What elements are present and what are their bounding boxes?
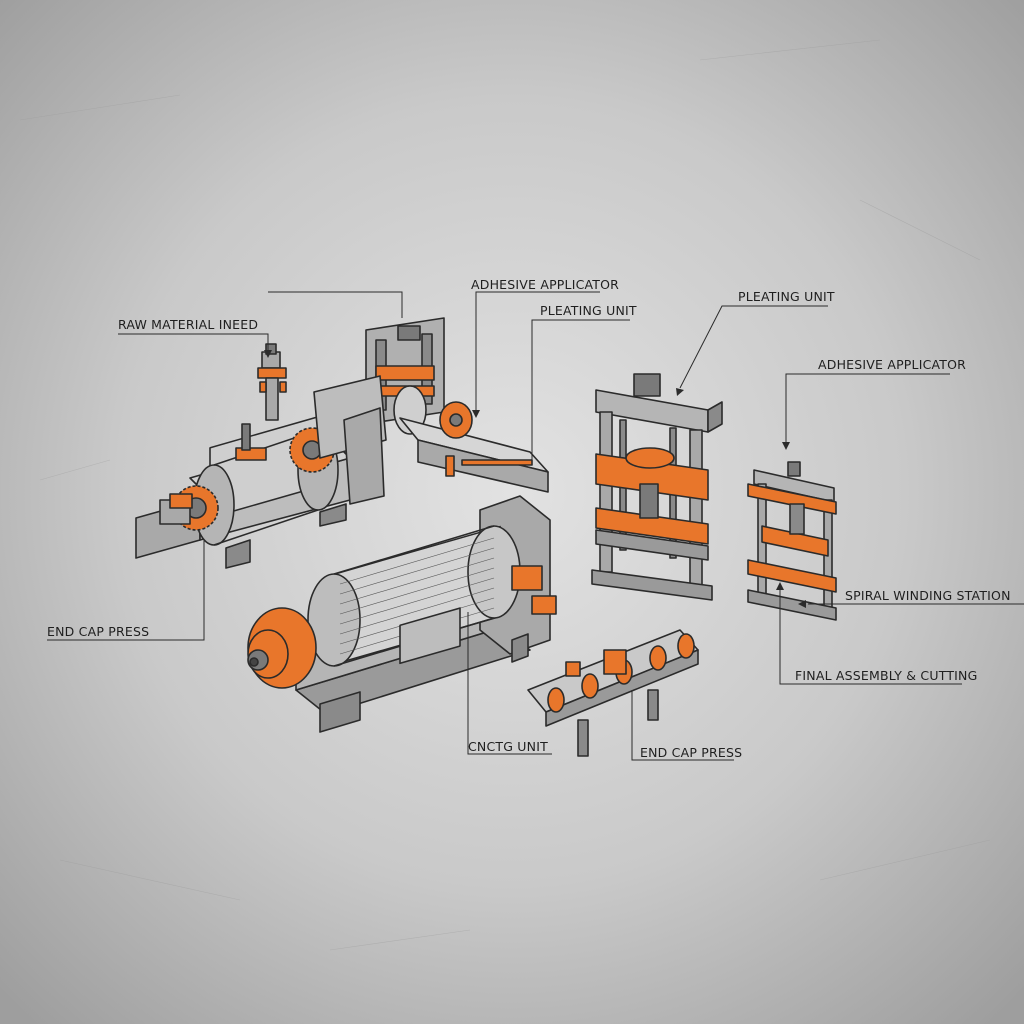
arrow-head-icon <box>472 410 480 418</box>
cnctg-unit-machine <box>247 495 557 733</box>
leader-pleating-2 <box>679 305 828 389</box>
leader-pleating-1 <box>531 319 630 462</box>
arrow-heads <box>264 350 806 608</box>
leader-end-cap-2 <box>631 690 734 761</box>
leader-adhesive-1 <box>475 291 600 412</box>
arrow-head-icon <box>676 388 684 396</box>
label-spiral-winding-station: SPIRAL WINDING STATION <box>845 588 1011 603</box>
end-cap-press-conveyor <box>527 629 699 757</box>
leader-final <box>779 588 962 685</box>
label-pleating-unit-1: PLEATING UNIT <box>540 303 637 318</box>
adhesive-pleating-line-upper <box>313 317 549 505</box>
arrow-head-icon <box>776 582 784 590</box>
leader-end-cap-1 <box>47 540 205 641</box>
label-pleating-unit-2: PLEATING UNIT <box>738 289 835 304</box>
label-raw-material: RAW MATERIAL INEED <box>118 317 259 332</box>
label-end-cap-press-2: END CAP PRESS <box>640 745 743 760</box>
label-final-assembly-cutting: FINAL ASSEMBLY & CUTTING <box>795 668 978 683</box>
raw-material-feeder <box>257 343 287 421</box>
label-adhesive-applicator-1: ADHESIVE APPLICATOR <box>471 277 620 292</box>
arrow-head-icon <box>798 600 806 608</box>
leader-raw-material <box>118 333 269 350</box>
leader-top-left <box>268 291 403 318</box>
arrow-head-icon <box>782 442 790 450</box>
leader-cnctg <box>467 612 552 755</box>
pleating-unit-press <box>591 373 723 601</box>
adhesive-applicator-press-right <box>747 461 837 621</box>
label-end-cap-press-1: END CAP PRESS <box>47 624 150 639</box>
arrow-head-icon <box>264 350 272 358</box>
leader-lines <box>47 291 1024 761</box>
end-cap-press-machine-left <box>135 414 351 569</box>
label-adhesive-applicator-2: ADHESIVE APPLICATOR <box>818 357 967 372</box>
label-cnctg-unit: CNCTG UNIT <box>468 739 548 754</box>
leader-adhesive-2 <box>785 373 950 444</box>
